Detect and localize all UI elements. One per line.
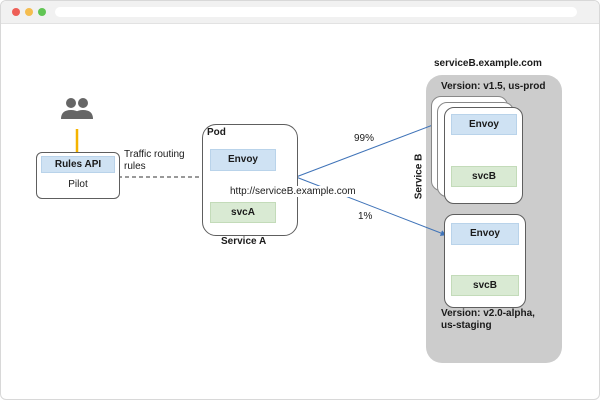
maximize-window-button[interactable]: [38, 8, 46, 16]
pilot-box: Rules API Pilot: [36, 152, 120, 199]
address-bar[interactable]: [55, 7, 577, 17]
traffic-routing-label: Traffic routing rules: [124, 149, 185, 172]
pod-box: Pod Envoy svcA: [202, 124, 298, 236]
prod-svcb-label: svcB: [472, 171, 496, 182]
close-window-button[interactable]: [12, 8, 20, 16]
minimize-window-button[interactable]: [25, 8, 33, 16]
title-bar: [1, 1, 599, 24]
diagram-canvas: Rules API Pilot Traffic routing rules Po…: [1, 24, 599, 399]
staging-pod-box: Envoy svcB: [444, 214, 526, 308]
route-99-arrow: [295, 119, 447, 178]
staging-envoy-box: Envoy: [451, 223, 519, 245]
request-url-label: http://serviceB.example.com: [230, 186, 356, 197]
users-icon: [61, 98, 93, 119]
staging-svcb-box: svcB: [451, 275, 519, 296]
svca-envoy-box: Envoy: [210, 149, 276, 171]
service-b-side-label: Service B: [413, 153, 425, 200]
svca-label: svcA: [231, 207, 255, 218]
prod-version-label: Version: v1.5, us-prod: [441, 81, 546, 92]
staging-envoy-label: Envoy: [469, 228, 500, 239]
service-b-host-label: serviceB.example.com: [434, 58, 542, 69]
pod-label: Pod: [207, 127, 226, 138]
svca-box: svcA: [210, 202, 276, 223]
prod-pod-box: Envoy svcB: [444, 107, 523, 204]
pilot-label: Pilot: [68, 179, 88, 190]
svca-envoy-label: Envoy: [227, 154, 258, 165]
prod-envoy-label: Envoy: [468, 119, 499, 130]
prod-envoy-box: Envoy: [451, 114, 517, 135]
service-a-label: Service A: [221, 236, 267, 247]
staging-svcb-label: svcB: [473, 280, 497, 291]
secondary-split-label: 1%: [358, 211, 373, 222]
staging-version-label: Version: v2.0-alpha, us-staging: [441, 308, 535, 331]
rules-api-label: Rules API: [54, 159, 102, 170]
prod-svcb-box: svcB: [451, 166, 517, 187]
rules-api-box: Rules API: [41, 156, 115, 173]
primary-split-label: 99%: [354, 133, 375, 144]
